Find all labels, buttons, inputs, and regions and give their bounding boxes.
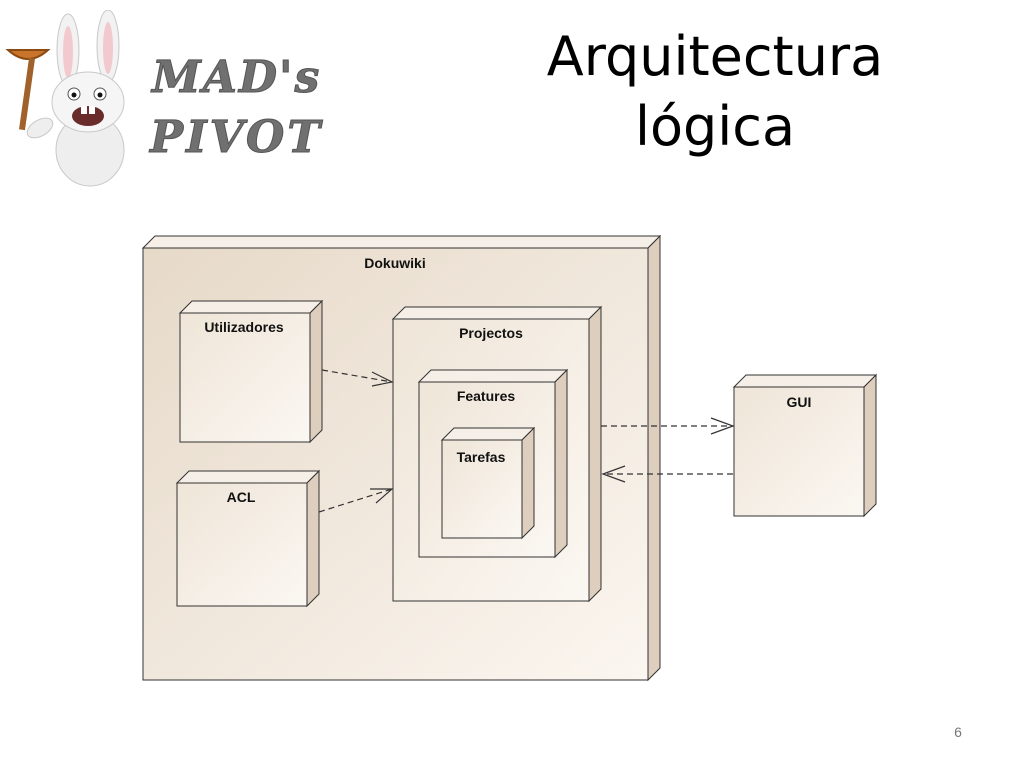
node-acl: ACL [175,469,321,608]
node-label-dokuwiki: Dokuwiki [364,255,425,271]
arrow-projectos-to-gui [601,417,735,435]
node-tarefas: Tarefas [440,426,536,540]
slide-title: Arquitectura lógica [500,22,930,162]
logo-line1: MAD's [150,52,321,103]
node-label-tarefas: Tarefas [457,449,506,465]
node-label-acl: ACL [227,489,256,505]
arrow-acl-to-projectos [318,488,394,513]
node-gui: GUI [732,373,878,518]
logo-line2: PIVOT [148,112,323,163]
node-label-projectos: Projectos [459,325,523,341]
node-utilizadores: Utilizadores [178,299,324,444]
logo: MAD's PIVOT [5,10,323,187]
node-label-features: Features [457,388,516,404]
node-label-utilizadores: Utilizadores [204,319,284,335]
rabbid-with-plunger-icon [5,10,125,187]
arrow-utilizadores-to-projectos [321,369,394,387]
slide-title-line1: Arquitectura [546,25,884,88]
node-label-gui: GUI [787,394,812,410]
slide-title-line2: lógica [634,95,796,158]
arrow-gui-to-projectos [601,465,733,483]
page-number: 6 [954,724,962,740]
